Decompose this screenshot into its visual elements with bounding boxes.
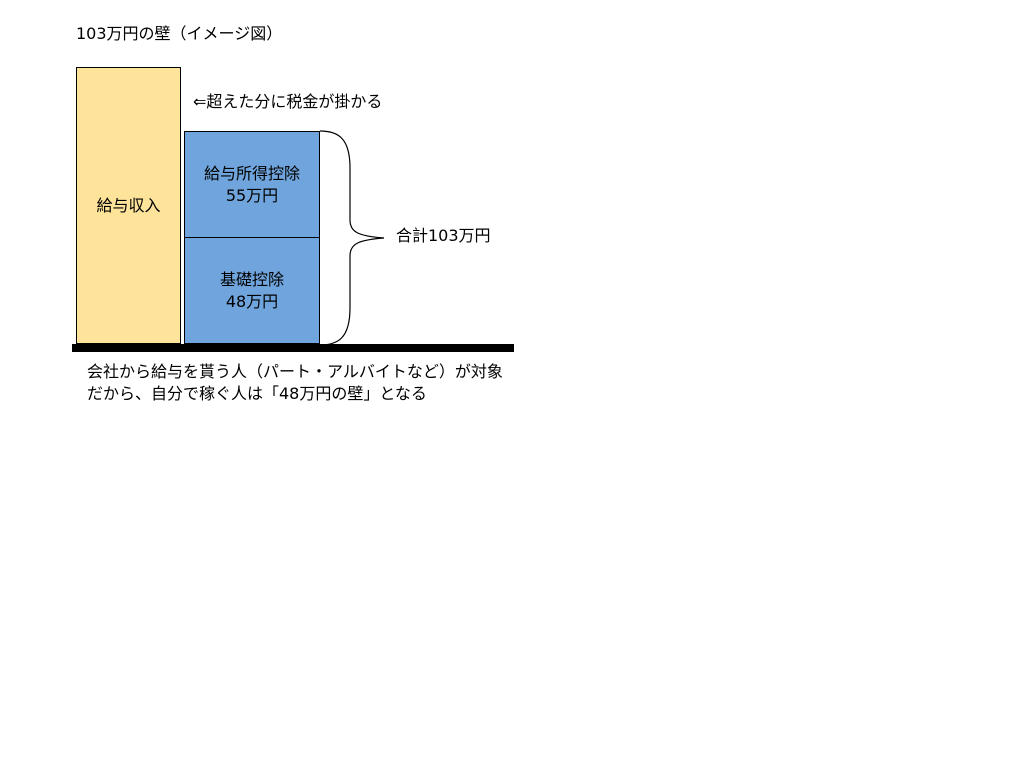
basic-deduction-label: 基礎控除 [219, 269, 284, 289]
salary-income-label: 給与収入 [96, 195, 161, 215]
employment-deduction-label: 給与所得控除 [203, 163, 300, 183]
baseline-bar [72, 344, 514, 352]
excess-taxed-note: ⇐超えた分に税金が掛かる [193, 92, 383, 111]
employment-deduction-amount: 55万円 [225, 185, 279, 205]
employment-income-deduction-box: 給与所得控除 55万円 [184, 131, 320, 238]
right-curly-brace [319, 130, 385, 346]
footnote-text: 会社から給与を貰う人（パート・アルバイトなど）が対象だから、自分で稼ぐ人は「48… [87, 362, 503, 403]
salary-income-box: 給与収入 [76, 67, 181, 344]
diagram-title: 103万円の壁（イメージ図） [76, 24, 283, 43]
basic-deduction-amount: 48万円 [225, 291, 279, 311]
total-amount-label: 合計103万円 [396, 226, 491, 245]
basic-deduction-box: 基礎控除 48万円 [184, 237, 320, 344]
